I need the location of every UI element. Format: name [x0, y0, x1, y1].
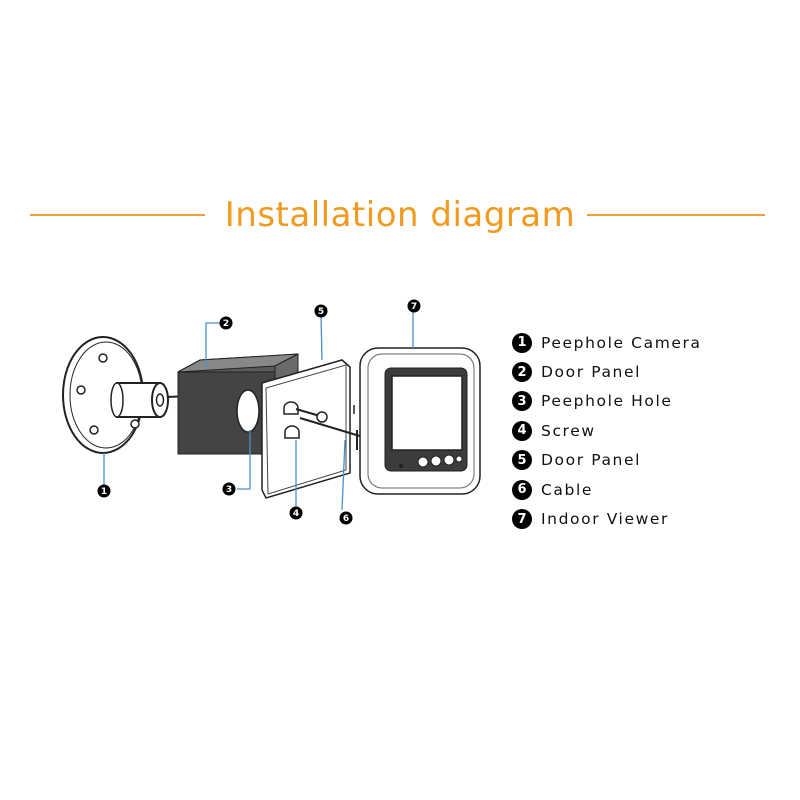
legend-item-indoor-viewer: 7 Indoor Viewer [512, 504, 782, 533]
legend-number: 7 [512, 509, 532, 530]
legend-item-door-panel-plate: 5 Door Panel [512, 446, 782, 475]
legend-number: 6 [512, 479, 532, 500]
peephole-camera-drawing [62, 336, 191, 454]
legend-label: Cable [541, 480, 594, 499]
legend-number: 3 [512, 391, 532, 412]
callout-1: 1 [97, 484, 111, 498]
legend-label: Indoor Viewer [541, 510, 669, 529]
installation-drawing: 1 2 3 4 5 6 7 [62, 299, 481, 525]
callout-4: 4 [289, 506, 303, 520]
legend-label: Door Panel [541, 363, 642, 382]
door-panel-plate-drawing [261, 359, 364, 499]
title-rule-right [587, 214, 765, 216]
legend-item-peephole-hole: 3 Peephole Hole [512, 387, 782, 416]
callout-3: 3 [222, 482, 236, 496]
legend-item-cable: 6 Cable [512, 475, 782, 504]
legend-number: 4 [512, 420, 532, 441]
indoor-viewer-drawing [353, 347, 481, 495]
svg-text:3: 3 [226, 485, 232, 495]
callout-6: 6 [339, 511, 353, 525]
callout-7: 7 [407, 299, 421, 313]
legend-item-door-panel: 2 Door Panel [512, 357, 782, 386]
svg-text:2: 2 [223, 319, 229, 329]
leader-lines [103, 308, 414, 511]
svg-text:4: 4 [293, 509, 299, 519]
legend-number: 1 [512, 332, 532, 353]
callout-5: 5 [314, 304, 328, 318]
title-rule-left [30, 214, 205, 216]
parts-legend: 1 Peephole Camera 2 Door Panel 3 Peephol… [512, 328, 782, 534]
callout-2: 2 [219, 316, 233, 330]
svg-text:6: 6 [343, 514, 349, 524]
svg-text:7: 7 [411, 302, 417, 312]
legend-number: 5 [512, 450, 532, 471]
legend-label: Peephole Hole [541, 392, 673, 411]
legend-item-peephole-camera: 1 Peephole Camera [512, 328, 782, 357]
title-row: Installation diagram [30, 192, 765, 238]
svg-text:1: 1 [101, 487, 107, 497]
legend-item-screw: 4 Screw [512, 416, 782, 445]
diagram-title: Installation diagram [224, 195, 576, 235]
legend-label: Door Panel [541, 451, 642, 470]
svg-text:5: 5 [318, 307, 324, 317]
legend-label: Peephole Camera [541, 333, 702, 352]
legend-number: 2 [512, 362, 532, 383]
legend-label: Screw [541, 421, 596, 440]
